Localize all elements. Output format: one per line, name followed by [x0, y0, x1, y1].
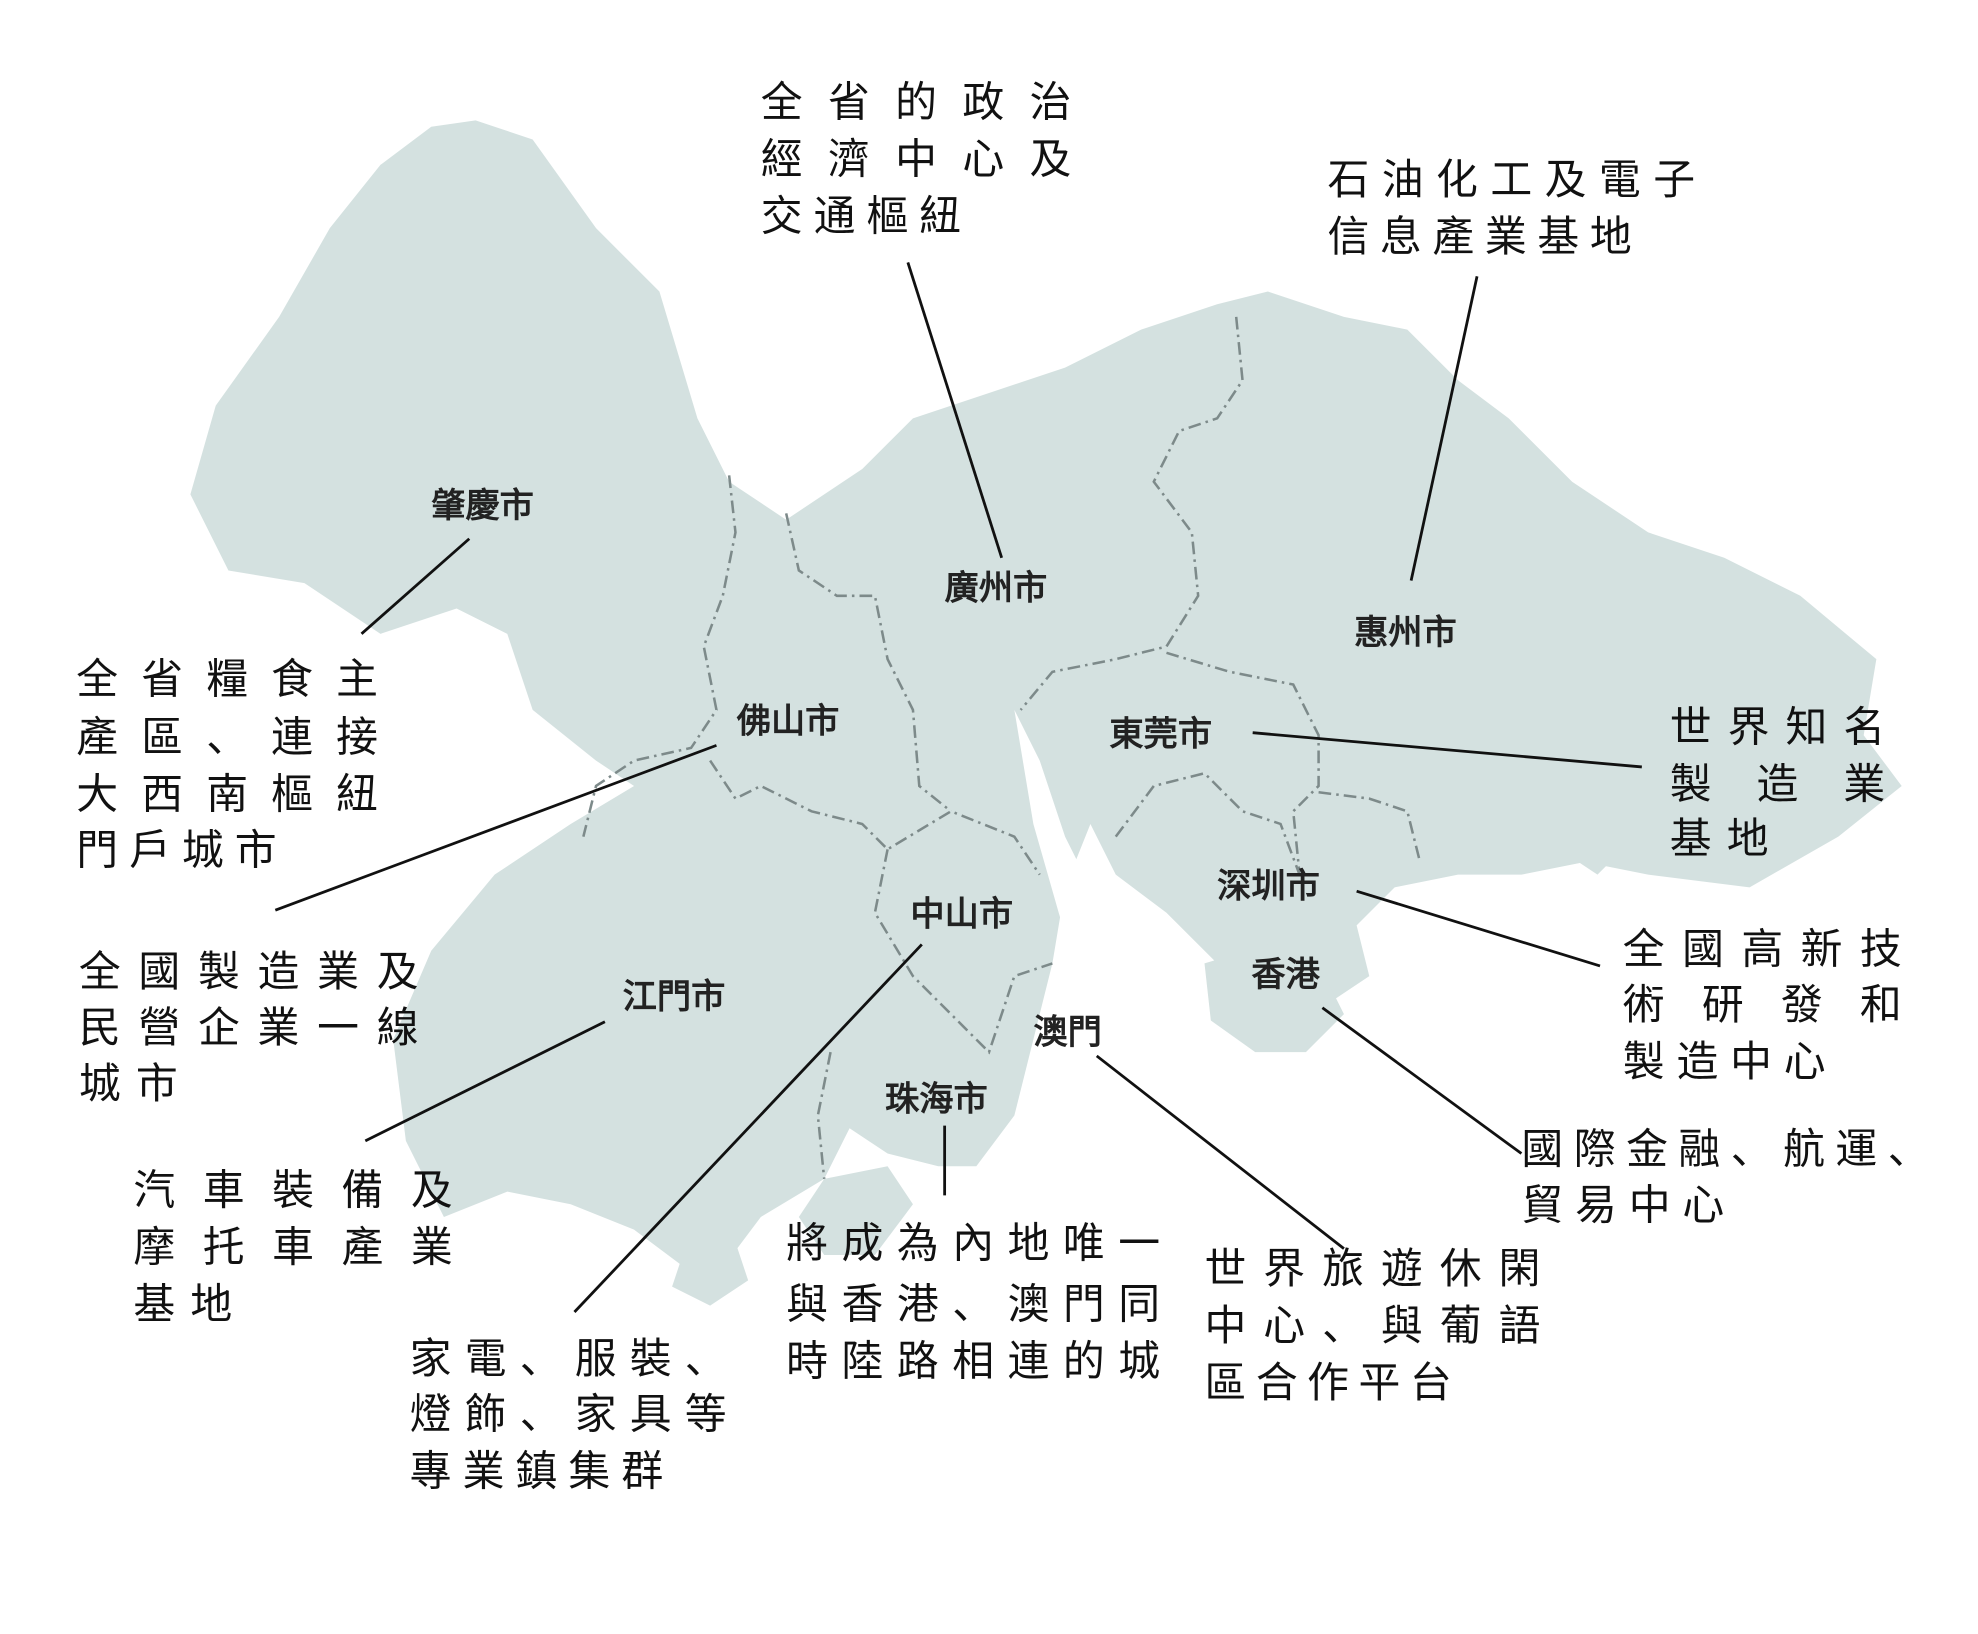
note-huizhou: 石油化工及電子 信息產業基地 — [1327, 155, 1695, 261]
leader-jiangmen — [364, 1020, 606, 1143]
note-line: 大西南樞紐 — [76, 770, 378, 819]
city-boundaries — [582, 316, 1422, 1180]
boundary — [1318, 791, 1422, 863]
city-label-zhuhai: 珠海市 — [885, 1079, 988, 1119]
note-line: 全省的政治 — [761, 78, 1072, 127]
boundary — [1114, 771, 1301, 876]
leader-lines — [274, 261, 1642, 1313]
city-label-zhaoqing: 肇慶市 — [431, 486, 534, 526]
note-line: 民營企業一線 — [79, 1003, 419, 1052]
leader-dongguan — [1252, 731, 1642, 769]
note-line: 經濟中心及 — [761, 135, 1072, 184]
note-line: 國際金融、航運、 — [1521, 1125, 1929, 1174]
boundary — [709, 759, 1041, 876]
note-line: 汽車裝備及 — [133, 1165, 452, 1214]
note-shenzhen: 全國高新技 術研發和 製造中心 — [1623, 924, 1902, 1086]
estuary — [1014, 709, 1192, 1065]
leader-shenzhen — [1356, 889, 1601, 968]
leader-zhongshan — [573, 943, 923, 1313]
note-line: 石油化工及電子 — [1327, 155, 1695, 204]
note-line: 全國高新技 — [1623, 924, 1902, 973]
hongkong-island — [1204, 944, 1344, 1053]
note-jiangmen: 汽車裝備及 摩托車產業 基地 — [133, 1165, 452, 1328]
note-line: 門戶城市 — [76, 826, 276, 875]
note-line: 基地 — [133, 1279, 232, 1328]
island — [1559, 798, 1636, 875]
note-line: 區合作平台 — [1205, 1358, 1452, 1407]
leader-foshan — [274, 744, 717, 912]
city-label-hongkong: 香港 — [1251, 955, 1320, 995]
note-macau: 世界旅遊休閑 中心、與葡語 區合作平台 — [1205, 1244, 1541, 1407]
note-line: 中心、與葡語 — [1205, 1301, 1541, 1350]
leader-guangzhou — [906, 261, 1004, 559]
city-label-foshan: 佛山市 — [736, 702, 840, 742]
map-land — [190, 120, 1902, 1306]
note-line: 時陸路相連的城 — [786, 1336, 1160, 1385]
note-line: 全省糧食主 — [76, 654, 378, 703]
leader-macau — [1095, 1054, 1345, 1250]
leader-hongkong — [1321, 1006, 1523, 1155]
note-zhuhai: 將成為內地唯一 與香港、澳門同 時陸路相連的城 — [786, 1219, 1160, 1386]
note-line: 世界旅遊休閑 — [1205, 1244, 1541, 1293]
city-label-huizhou: 惠州市 — [1354, 613, 1457, 653]
island — [672, 1242, 749, 1306]
note-line: 製造中心 — [1623, 1037, 1826, 1086]
note-line: 摩托車產業 — [133, 1222, 452, 1271]
boundary — [873, 849, 1053, 1055]
note-line: 術研發和 — [1623, 980, 1902, 1029]
city-label-zhongshan: 中山市 — [910, 894, 1013, 934]
note-line: 將成為內地唯一 — [786, 1219, 1160, 1268]
note-line: 貿易中心 — [1521, 1180, 1724, 1229]
note-line: 城市 — [79, 1059, 178, 1108]
zhuhai-island — [798, 1166, 913, 1255]
note-zhaoqing: 全省糧食主 產區、連接 大西南樞紐 門戶城市 — [76, 654, 378, 874]
note-line: 產區、連接 — [76, 713, 378, 762]
note-zhongshan: 家電、服裝、 燈飾、家具等 專業鎮集群 — [410, 1334, 727, 1496]
note-line: 信息產業基地 — [1327, 212, 1631, 261]
city-label-jiangmen: 江門市 — [623, 977, 726, 1017]
boundary — [816, 1051, 832, 1180]
note-guangzhou: 全省的政治 經濟中心及 交通樞紐 — [761, 78, 1072, 241]
note-line: 與香港、澳門同 — [786, 1279, 1160, 1328]
boundary — [1166, 651, 1320, 875]
leader-huizhou — [1409, 276, 1479, 581]
city-labels: 肇慶市 廣州市 惠州市 佛山市 東莞市 深圳市 香港 中山市 江門市 澳門 珠海… — [431, 486, 1457, 1119]
note-line: 製造業 — [1670, 760, 1886, 809]
boundary — [1019, 316, 1244, 711]
city-label-macau: 澳門 — [1033, 1012, 1101, 1052]
city-label-guangzhou: 廣州市 — [945, 569, 1048, 609]
city-label-dongguan: 東莞市 — [1109, 714, 1212, 754]
note-line: 專業鎮集群 — [410, 1447, 664, 1496]
leader-zhaoqing — [360, 537, 471, 635]
mainland-shape — [190, 120, 1902, 1268]
note-line: 家電、服裝、 — [410, 1334, 727, 1383]
note-line: 全國製造業及 — [79, 947, 419, 996]
note-hongkong: 國際金融、航運、 貿易中心 — [1521, 1125, 1929, 1230]
boundary — [582, 475, 737, 837]
city-label-shenzhen: 深圳市 — [1217, 866, 1320, 906]
note-line: 交通樞紐 — [761, 192, 961, 241]
note-foshan: 全國製造業及 民營企業一線 城市 — [79, 947, 419, 1108]
note-line: 燈飾、家具等 — [410, 1390, 727, 1439]
